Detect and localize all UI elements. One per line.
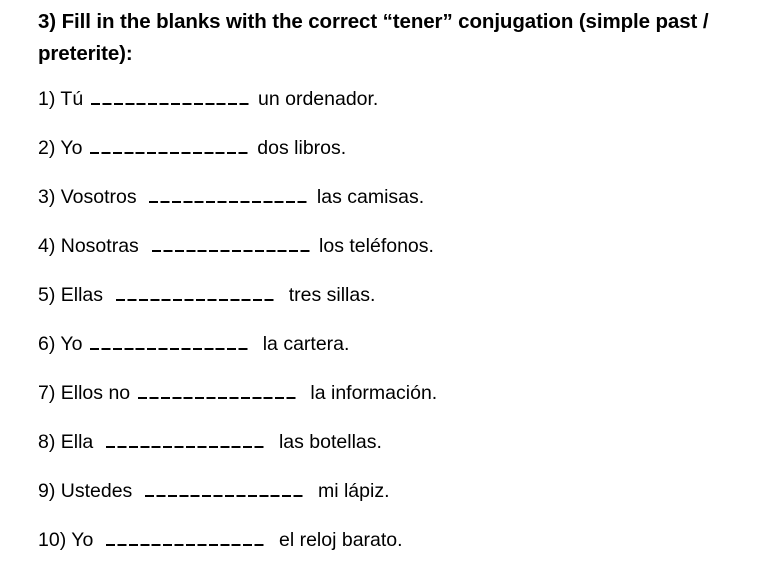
answer-blank[interactable] xyxy=(106,527,267,548)
list-item: 10) Yo el reloj barato. xyxy=(38,525,768,574)
list-item: 5) Ellas tres sillas. xyxy=(38,280,768,329)
answer-blank[interactable] xyxy=(106,429,267,450)
list-item: 7) Ellos no la información. xyxy=(38,378,768,427)
question-lead: 1) Tú xyxy=(38,88,89,110)
question-tail: mi lápiz. xyxy=(307,480,390,502)
question-lead: 2) Yo xyxy=(38,137,88,159)
question-tail: dos libros. xyxy=(251,137,347,159)
question-lead: 7) Ellos no xyxy=(38,382,136,404)
answer-blank[interactable] xyxy=(151,233,312,254)
list-item: 9) Ustedes mi lápiz. xyxy=(38,476,768,525)
list-item: 3) Vosotros las camisas. xyxy=(38,182,768,231)
question-tail: la cartera. xyxy=(251,333,350,355)
question-lead: 3) Vosotros xyxy=(38,186,148,208)
answer-blank[interactable] xyxy=(89,135,250,156)
question-lead: 10) Yo xyxy=(38,529,105,551)
list-item: 2) Yo dos libros. xyxy=(38,133,768,182)
list-item: 1) Tú un ordenador. xyxy=(38,84,768,133)
question-tail: los teléfonos. xyxy=(313,235,434,257)
answer-blank[interactable] xyxy=(90,86,251,107)
question-tail: el reloj barato. xyxy=(268,529,403,551)
question-tail: la información. xyxy=(299,382,438,404)
answer-blank[interactable] xyxy=(115,282,276,303)
list-item: 4) Nosotras los teléfonos. xyxy=(38,231,768,280)
question-lead: 9) Ustedes xyxy=(38,480,144,502)
answer-blank[interactable] xyxy=(137,380,298,401)
question-lead: 4) Nosotras xyxy=(38,235,150,257)
question-tail: tres sillas. xyxy=(277,284,376,306)
question-lead: 8) Ella xyxy=(38,431,105,453)
exercise-heading: 3) Fill in the blanks with the correct “… xyxy=(38,10,715,65)
answer-blank[interactable] xyxy=(145,478,306,499)
question-tail: las botellas. xyxy=(268,431,382,453)
answer-blank[interactable] xyxy=(89,331,250,352)
question-tail: un ordenador. xyxy=(252,88,379,110)
question-tail: las camisas. xyxy=(311,186,425,208)
list-item: 8) Ella las botellas. xyxy=(38,427,768,476)
answer-blank[interactable] xyxy=(149,184,310,205)
question-lead: 6) Yo xyxy=(38,333,88,355)
question-list: 1) Tú un ordenador. 2) Yo dos libros. 3)… xyxy=(38,84,768,574)
question-lead: 5) Ellas xyxy=(38,284,114,306)
list-item: 6) Yo la cartera. xyxy=(38,329,768,378)
